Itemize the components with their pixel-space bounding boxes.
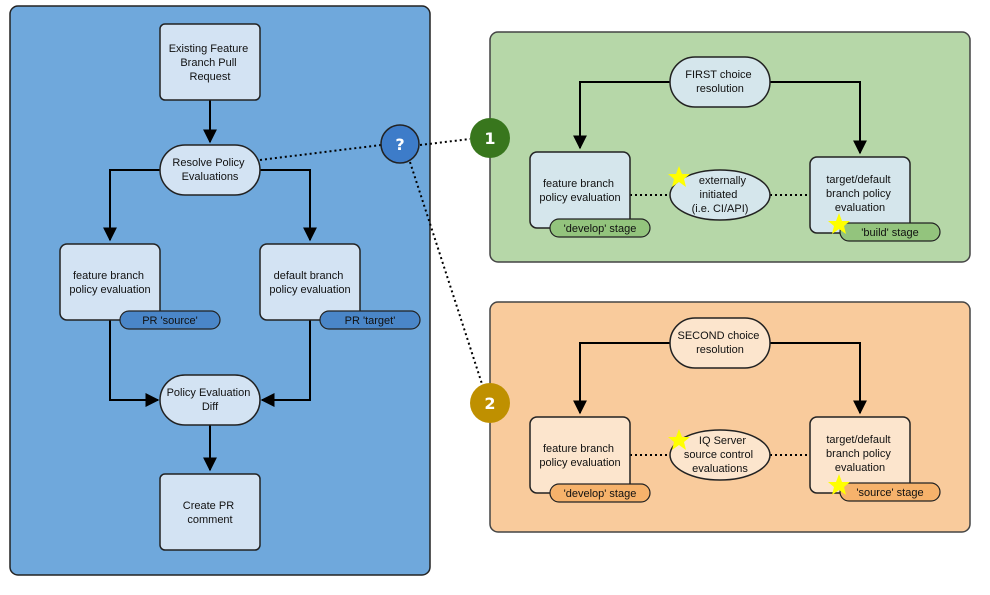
question-mark-label: ? (395, 135, 404, 154)
choice2-feature-line2: policy evaluation (539, 457, 620, 469)
choice2-target-line2: branch policy (826, 448, 891, 460)
svg-text:Policy Evaluation Diff: Policy Evaluation Diff (167, 387, 254, 413)
choice2-edges (573, 342, 867, 415)
choice2-source-tag: 'source' stage (839, 482, 941, 502)
choice1-resolution-line1: FIRST choice (685, 69, 751, 81)
choice1-edges (573, 81, 867, 155)
pr-source-tag: PR 'source' (119, 310, 221, 330)
svg-text:feature branch policy ev: feature branch policy evaluation (539, 443, 620, 469)
choice2-target-eval-node: target/default branch policy evaluation (809, 416, 911, 494)
choice1-number: 1 (484, 129, 495, 148)
left-edges (103, 100, 317, 472)
resolve-policy-node: Resolve Policy Evaluations (159, 144, 261, 196)
svg-text:feature branch policy ev: feature branch policy evaluation (539, 178, 620, 204)
existing-pr-line1: Existing Feature (169, 43, 248, 55)
existing-pr-line2: Branch Pull (180, 57, 236, 69)
svg-text:default branch policy ev: default branch policy evaluation (269, 270, 350, 296)
choice1-feature-line1: feature branch (543, 178, 614, 190)
choice1-marker: 1 (470, 118, 510, 158)
choice2-resolution-line1: SECOND choice (678, 330, 760, 342)
choice1-target-line3: evaluation (835, 202, 885, 214)
choice1-build-tag: 'build' stage (839, 222, 941, 242)
svg-text:target/default branch po: target/default branch policy evaluation (826, 174, 894, 214)
choice2-develop-tag: 'develop' stage (549, 483, 651, 503)
choice1-build-label: 'build' stage (861, 227, 918, 239)
svg-text:Resolve Policy Evaluatio: Resolve Policy Evaluations (172, 157, 247, 183)
choice2-number: 2 (484, 394, 495, 413)
choice1-middle-node: externally initiated (i.e. CI/API) (669, 169, 771, 221)
svg-text:feature branch policy ev: feature branch policy evaluation (69, 270, 150, 296)
choice1-develop-tag: 'develop' stage (549, 218, 651, 238)
feature-branch-eval-node: feature branch policy evaluation (59, 243, 161, 321)
default-eval-line1: default branch (274, 270, 344, 282)
choice2-source-label: 'source' stage (856, 487, 923, 499)
choice2-middle-star-icon (668, 429, 690, 450)
policy-diff-line1: Policy Evaluation (167, 387, 251, 399)
choice1-feature-line2: policy evaluation (539, 192, 620, 204)
resolve-policy-line2: Evaluations (182, 171, 239, 183)
choice2-resolution-line2: resolution (696, 344, 744, 356)
svg-text:SECOND choice resolution: SECOND choice resolution (678, 330, 763, 356)
choice1-middle-line2: initiated (700, 189, 738, 201)
choice1-target-line2: branch policy (826, 188, 891, 200)
pr-target-label: PR 'target' (345, 315, 396, 327)
choice1-target-star-icon (828, 213, 850, 234)
svg-text:target/default branch po: target/default branch policy evaluation (826, 434, 894, 474)
choice2-develop-label: 'develop' stage (564, 488, 637, 500)
choice2-middle-line3: evaluations (692, 463, 748, 475)
pr-target-tag: PR 'target' (319, 310, 421, 330)
choice1-middle-star-icon (668, 166, 690, 187)
choice2-middle-line2: source control (684, 449, 753, 461)
choice2-feature-eval-node: feature branch policy evaluation (529, 416, 631, 494)
question-mark-icon: ? (380, 124, 420, 164)
choice1-target-line1: target/default (826, 174, 890, 186)
choice2-target-line1: target/default (826, 434, 890, 446)
choice2-resolution-node: SECOND choice resolution (669, 317, 771, 369)
svg-text:IQ Server source control: IQ Server source control evaluations (684, 435, 756, 475)
dotted-connectors (259, 138, 483, 385)
choice2-feature-line1: feature branch (543, 443, 614, 455)
policy-diff-node: Policy Evaluation Diff (159, 374, 261, 426)
svg-text:externally initiated: externally initiated (i.e. CI/API) (692, 175, 749, 215)
default-branch-eval-node: default branch policy evaluation (259, 243, 361, 321)
svg-text:FIRST choice resolution: FIRST choice resolution (685, 69, 755, 95)
choice1-feature-eval-node: feature branch policy evaluation (529, 151, 631, 229)
feature-eval-line1: feature branch (73, 270, 144, 282)
choice2-middle-line1: IQ Server (699, 435, 746, 447)
feature-eval-line2: policy evaluation (69, 284, 150, 296)
resolve-policy-line1: Resolve Policy (172, 157, 245, 169)
svg-text:Existing Feature Branch: Existing Feature Branch Pull Request (169, 43, 252, 83)
existing-pr-node: Existing Feature Branch Pull Request (159, 23, 261, 101)
choice2-target-line3: evaluation (835, 462, 885, 474)
choice1-develop-label: 'develop' stage (564, 223, 637, 235)
choice1-middle-line1: externally (699, 175, 747, 187)
pr-source-label: PR 'source' (142, 315, 198, 327)
choice1-resolution-line2: resolution (696, 83, 744, 95)
choice2-marker: 2 (470, 383, 510, 423)
create-pr-comment-node: Create PR comment (159, 473, 261, 551)
policy-diff-line2: Diff (202, 401, 219, 413)
left-panel (9, 5, 431, 576)
choice1-middle-line3: (i.e. CI/API) (692, 203, 749, 215)
existing-pr-line3: Request (190, 71, 231, 83)
default-eval-line2: policy evaluation (269, 284, 350, 296)
create-pr-line2: comment (187, 514, 232, 526)
choice2-target-star-icon (828, 474, 850, 495)
svg-text:Create PR comment: Create PR comment (183, 500, 237, 526)
choice2-middle-node: IQ Server source control evaluations (669, 429, 771, 481)
choice1-target-eval-node: target/default branch policy evaluation (809, 156, 911, 234)
choice1-resolution-node: FIRST choice resolution (669, 56, 771, 108)
create-pr-line1: Create PR (183, 500, 234, 512)
